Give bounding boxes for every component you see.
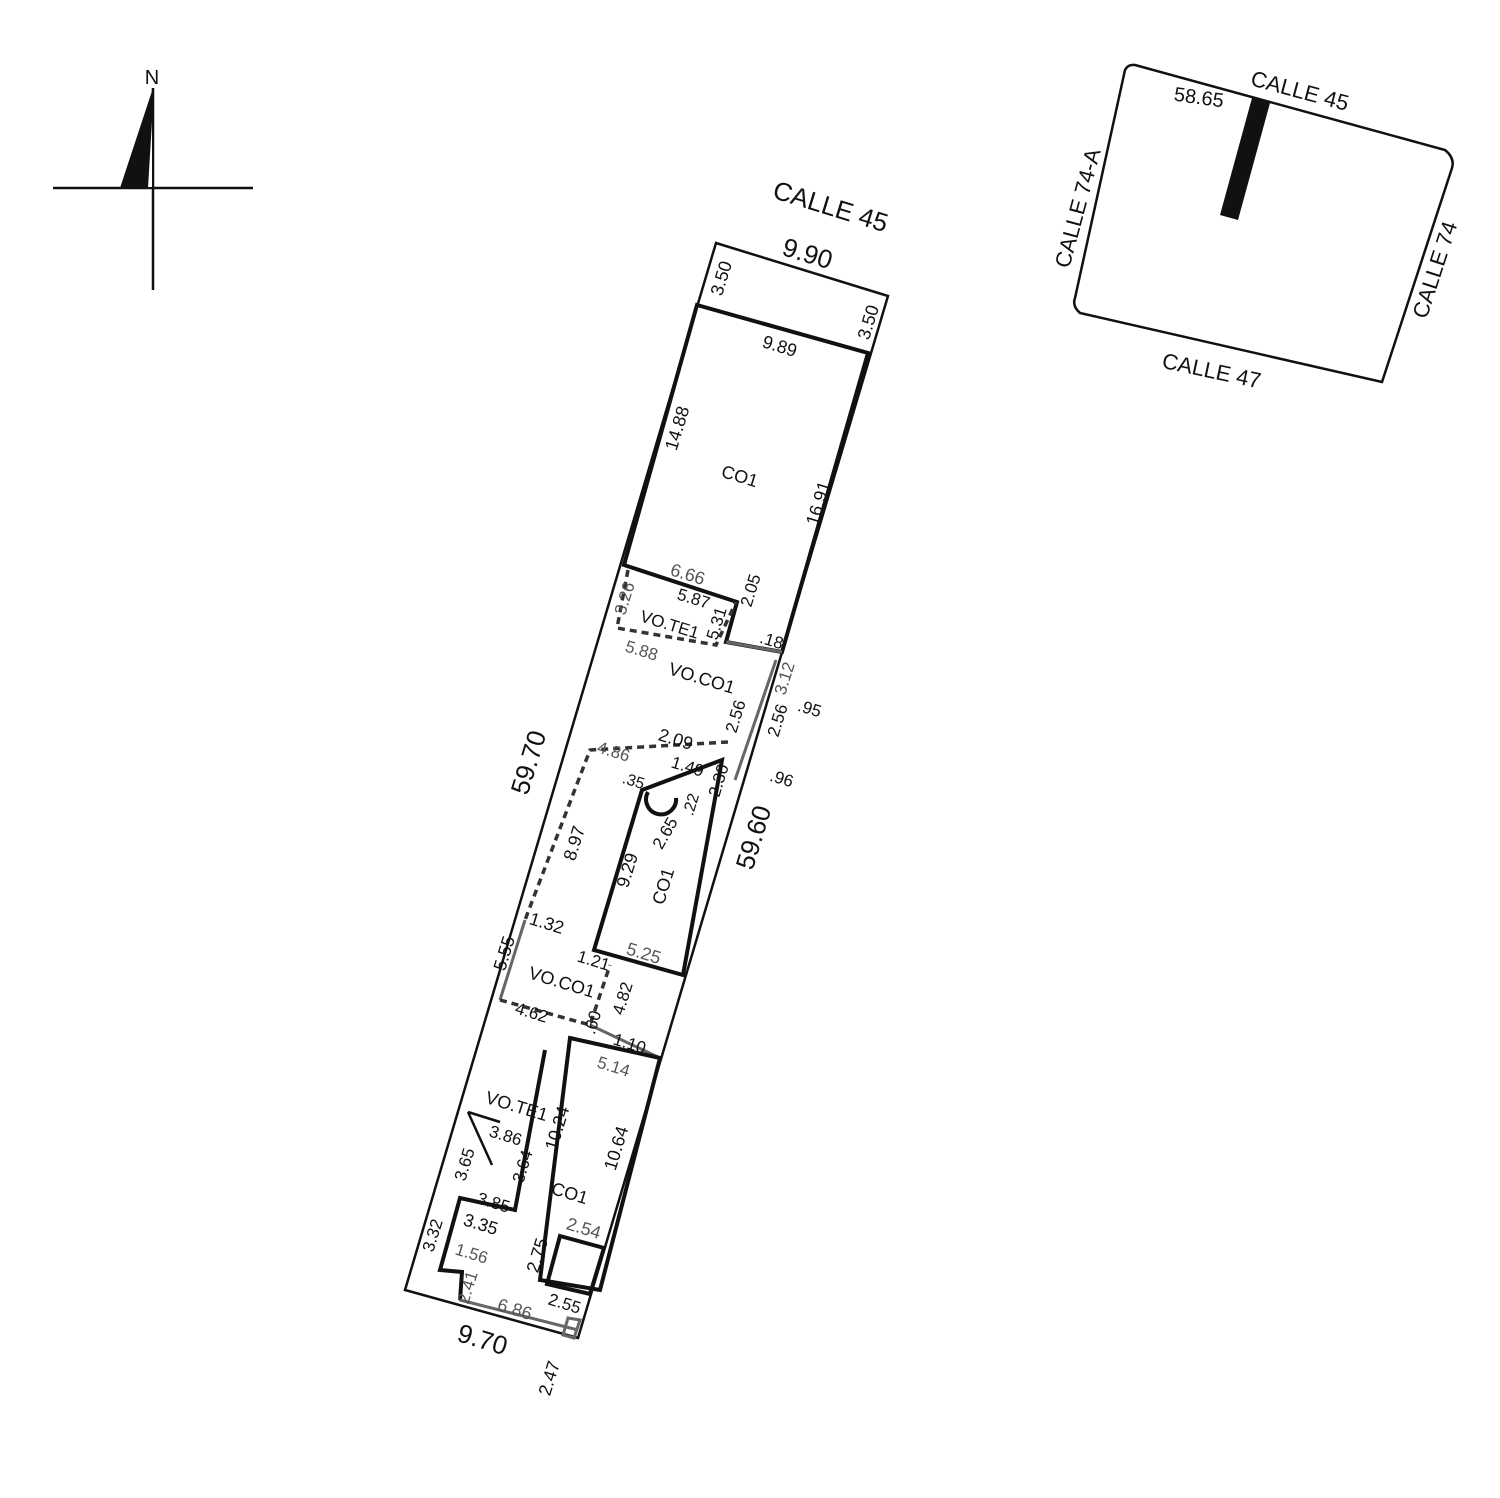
street-south-label: CALLE 47 [1160, 348, 1263, 393]
north-arrow-icon: N [53, 67, 253, 290]
area-label: CO1 [648, 866, 678, 907]
dimension-label: .96 [768, 766, 796, 791]
dimension-label: 16.91 [802, 479, 834, 528]
dimension-label: 2.47 [535, 1359, 564, 1398]
dimension-label: 1.56 [453, 1240, 490, 1268]
dimension-label: 2.30 [705, 762, 733, 799]
dimension-label: .35 [620, 770, 646, 793]
dimension-label: 3.32 [419, 1217, 447, 1254]
dimension-label: 3.85 [475, 1189, 512, 1217]
dimension-label: 10.64 [600, 1124, 632, 1173]
dimension-label: 3.86 [487, 1122, 524, 1150]
dimension-label: .60 [580, 1008, 605, 1036]
dimension-label: 3.50 [707, 259, 736, 298]
location-map: 58.65 CALLE 45 CALLE 74-A CALLE 74 CALLE… [1050, 63, 1462, 393]
dimension-label: 2.05 [737, 572, 765, 609]
dimension-label: 8.97 [560, 824, 589, 863]
dimension-label: 9.90 [779, 232, 836, 275]
dimension-label: 3.35 [461, 1210, 500, 1239]
dimension-label: .22 [680, 791, 703, 817]
dimension-label: 5.87 [675, 585, 712, 613]
north-label: N [145, 67, 159, 89]
area-label: VO.CO1 [526, 963, 597, 1002]
lot-plan: CALLE 45 9.903.503.509.8914.88CO116.916.… [403, 175, 892, 1398]
dimension-label: 2.41 [454, 1269, 482, 1306]
dimension-label: 3.64 [509, 1148, 537, 1185]
street-east-label: CALLE 74 [1407, 218, 1462, 321]
dimension-label: 9.29 [613, 851, 642, 890]
dimension-label: 6.66 [668, 560, 707, 589]
dimension-label: 6.86 [495, 1295, 534, 1324]
dimension-label: 3.50 [854, 303, 883, 342]
street-label: CALLE 45 [770, 175, 892, 238]
lot-location-marker [1220, 98, 1270, 220]
dimension-label: 2.56 [722, 698, 750, 735]
building-rear [537, 1035, 663, 1293]
dimension-label: 4.86 [595, 738, 632, 766]
dimension-label: 59.70 [505, 727, 553, 798]
area-label: VO.CO1 [666, 659, 737, 698]
dimension-label: 5.14 [595, 1053, 632, 1081]
dimension-label: 9.70 [454, 1318, 511, 1361]
dimension-label: 59.60 [730, 802, 778, 873]
area-label: CO1 [549, 1178, 590, 1208]
dimension-label: 3.65 [451, 1146, 479, 1183]
dimension-label: 4.82 [609, 980, 637, 1017]
dimension-label: 5.88 [623, 637, 660, 665]
dimension-label: 2.55 [546, 1290, 583, 1318]
dimension-label: 2.75 [523, 1236, 552, 1275]
dimension-label: 5.25 [624, 939, 663, 968]
dimension-label: 1.10 [611, 1030, 648, 1058]
dimension-label: 2.56 [764, 702, 792, 739]
dimension-label: 9.89 [760, 332, 799, 361]
dimension-label: 2.09 [656, 725, 695, 754]
dimension-label: .95 [796, 696, 824, 721]
lot-boundary [403, 241, 890, 1340]
building-middle [591, 756, 725, 978]
area-label: CO1 [719, 461, 760, 491]
street-west-label: CALLE 74-A [1050, 145, 1106, 270]
dimension-label: 1.21 [575, 947, 612, 975]
dimension-label: 4.62 [513, 999, 550, 1027]
dimension-label: 1.32 [527, 909, 566, 938]
dimension-label: 5.55 [490, 934, 519, 973]
dimension-label: 2.65 [649, 814, 682, 852]
